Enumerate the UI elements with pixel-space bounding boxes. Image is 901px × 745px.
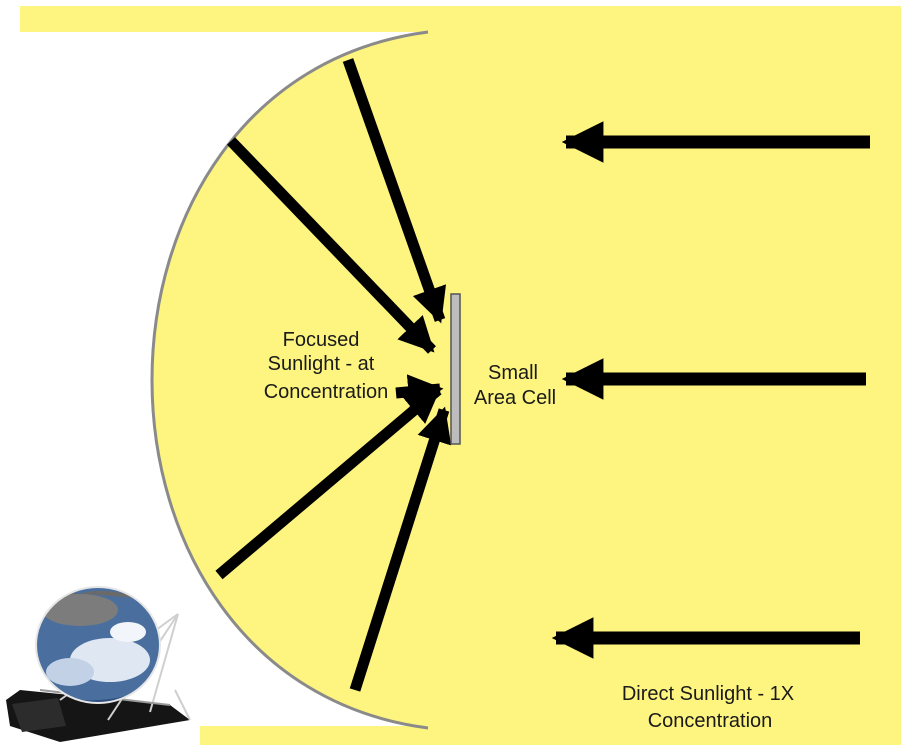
direct-label-line-1: Direct Sunlight - 1X bbox=[622, 683, 794, 705]
parabolic-mirror-edge bbox=[150, 30, 429, 730]
cell-label-line-1: Small bbox=[488, 362, 538, 384]
cell-label-line-2: Area Cell bbox=[474, 387, 556, 409]
focused-label-line-1: Focused bbox=[283, 329, 360, 351]
focused-arrow-5 bbox=[349, 406, 452, 692]
direct-label-line-2: Concentration bbox=[648, 710, 773, 732]
focused-arrow-1 bbox=[342, 58, 447, 324]
solar-dish-concentrator-icon bbox=[6, 586, 191, 742]
bottom-sunlight-band bbox=[200, 726, 901, 745]
focused-arrow-4 bbox=[215, 385, 442, 580]
small-area-cell bbox=[450, 293, 461, 445]
parabolic-mirror bbox=[152, 32, 428, 728]
focused-arrow-2 bbox=[227, 137, 436, 354]
focused-label-line-3: Concentration bbox=[264, 381, 389, 403]
focused-label-line-2: Sunlight - at bbox=[268, 353, 375, 375]
